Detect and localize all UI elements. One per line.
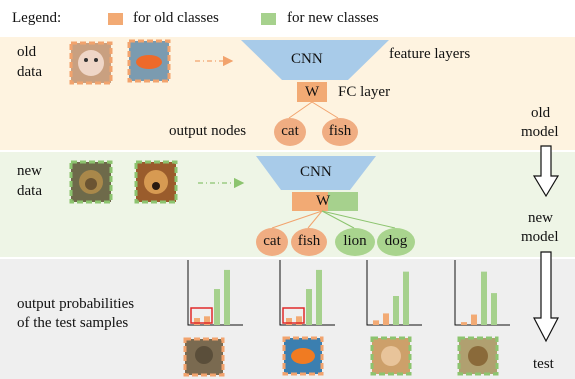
old-class-bar: [461, 322, 467, 325]
new-node-fish: fish: [291, 228, 327, 256]
new-class-bar: [306, 289, 312, 325]
new-class-bar: [316, 269, 322, 325]
new-node-lion: lion: [335, 228, 375, 256]
old-class-bar: [373, 320, 379, 325]
fc-layer-label: FC layer: [338, 84, 391, 100]
new-cnn-label: CNN: [300, 164, 332, 180]
old-class-bar: [204, 316, 210, 325]
new-class-bar: [224, 269, 230, 325]
old-model-label-2: model: [521, 124, 559, 140]
old-w-box: [297, 82, 327, 102]
legend-old-label: for old classes: [133, 10, 219, 26]
old-node-cat: cat: [274, 118, 306, 146]
new-data-label-2: data: [17, 183, 42, 199]
new-w-box-old-part: [292, 192, 328, 211]
test-label: test: [533, 356, 554, 372]
down-arrow-1: [532, 145, 560, 198]
old-class-bar: [383, 313, 389, 325]
old-data-label-2: data: [17, 64, 42, 80]
old-class-bar: [194, 318, 200, 325]
new-class-bar: [214, 289, 220, 325]
old-class-bar: [471, 314, 477, 325]
low-old-prob-highlight: [190, 307, 213, 324]
legend-new-swatch: [261, 13, 276, 25]
legend-old-swatch: [108, 13, 123, 25]
legend-title: Legend:: [12, 10, 62, 26]
old-cnn-trapezoid: [241, 40, 389, 80]
old-data-label-1: old: [17, 44, 37, 60]
new-class-bar: [481, 271, 487, 325]
down-arrow-2: [533, 251, 559, 343]
new-class-bar: [491, 293, 497, 325]
low-old-prob-highlight: [282, 307, 305, 324]
old-class-bar: [296, 316, 302, 325]
test-caption-1: output probabilities: [17, 296, 135, 312]
new-class-bar: [403, 271, 409, 325]
new-cnn-trapezoid: [256, 156, 376, 190]
old-node-fish: fish: [322, 118, 358, 146]
new-model-label-2: model: [521, 229, 559, 245]
new-class-bar: [393, 296, 399, 325]
output-nodes-label: output nodes: [169, 123, 247, 139]
new-node-dog: dog: [377, 228, 415, 256]
old-model-label-1: old: [531, 105, 551, 121]
test-caption-2: of the test samples: [17, 315, 129, 331]
old-class-bar: [286, 318, 292, 325]
new-w-box-new-part: [328, 192, 358, 211]
new-node-cat: cat: [256, 228, 288, 256]
legend-new-label: for new classes: [287, 10, 379, 26]
old-cnn-label: CNN: [291, 51, 323, 67]
new-data-label-1: new: [17, 163, 42, 179]
new-w-label: W: [316, 193, 331, 209]
old-w-label: W: [305, 84, 320, 100]
new-model-label-1: new: [528, 210, 553, 226]
feature-layers-label: feature layers: [389, 46, 471, 62]
